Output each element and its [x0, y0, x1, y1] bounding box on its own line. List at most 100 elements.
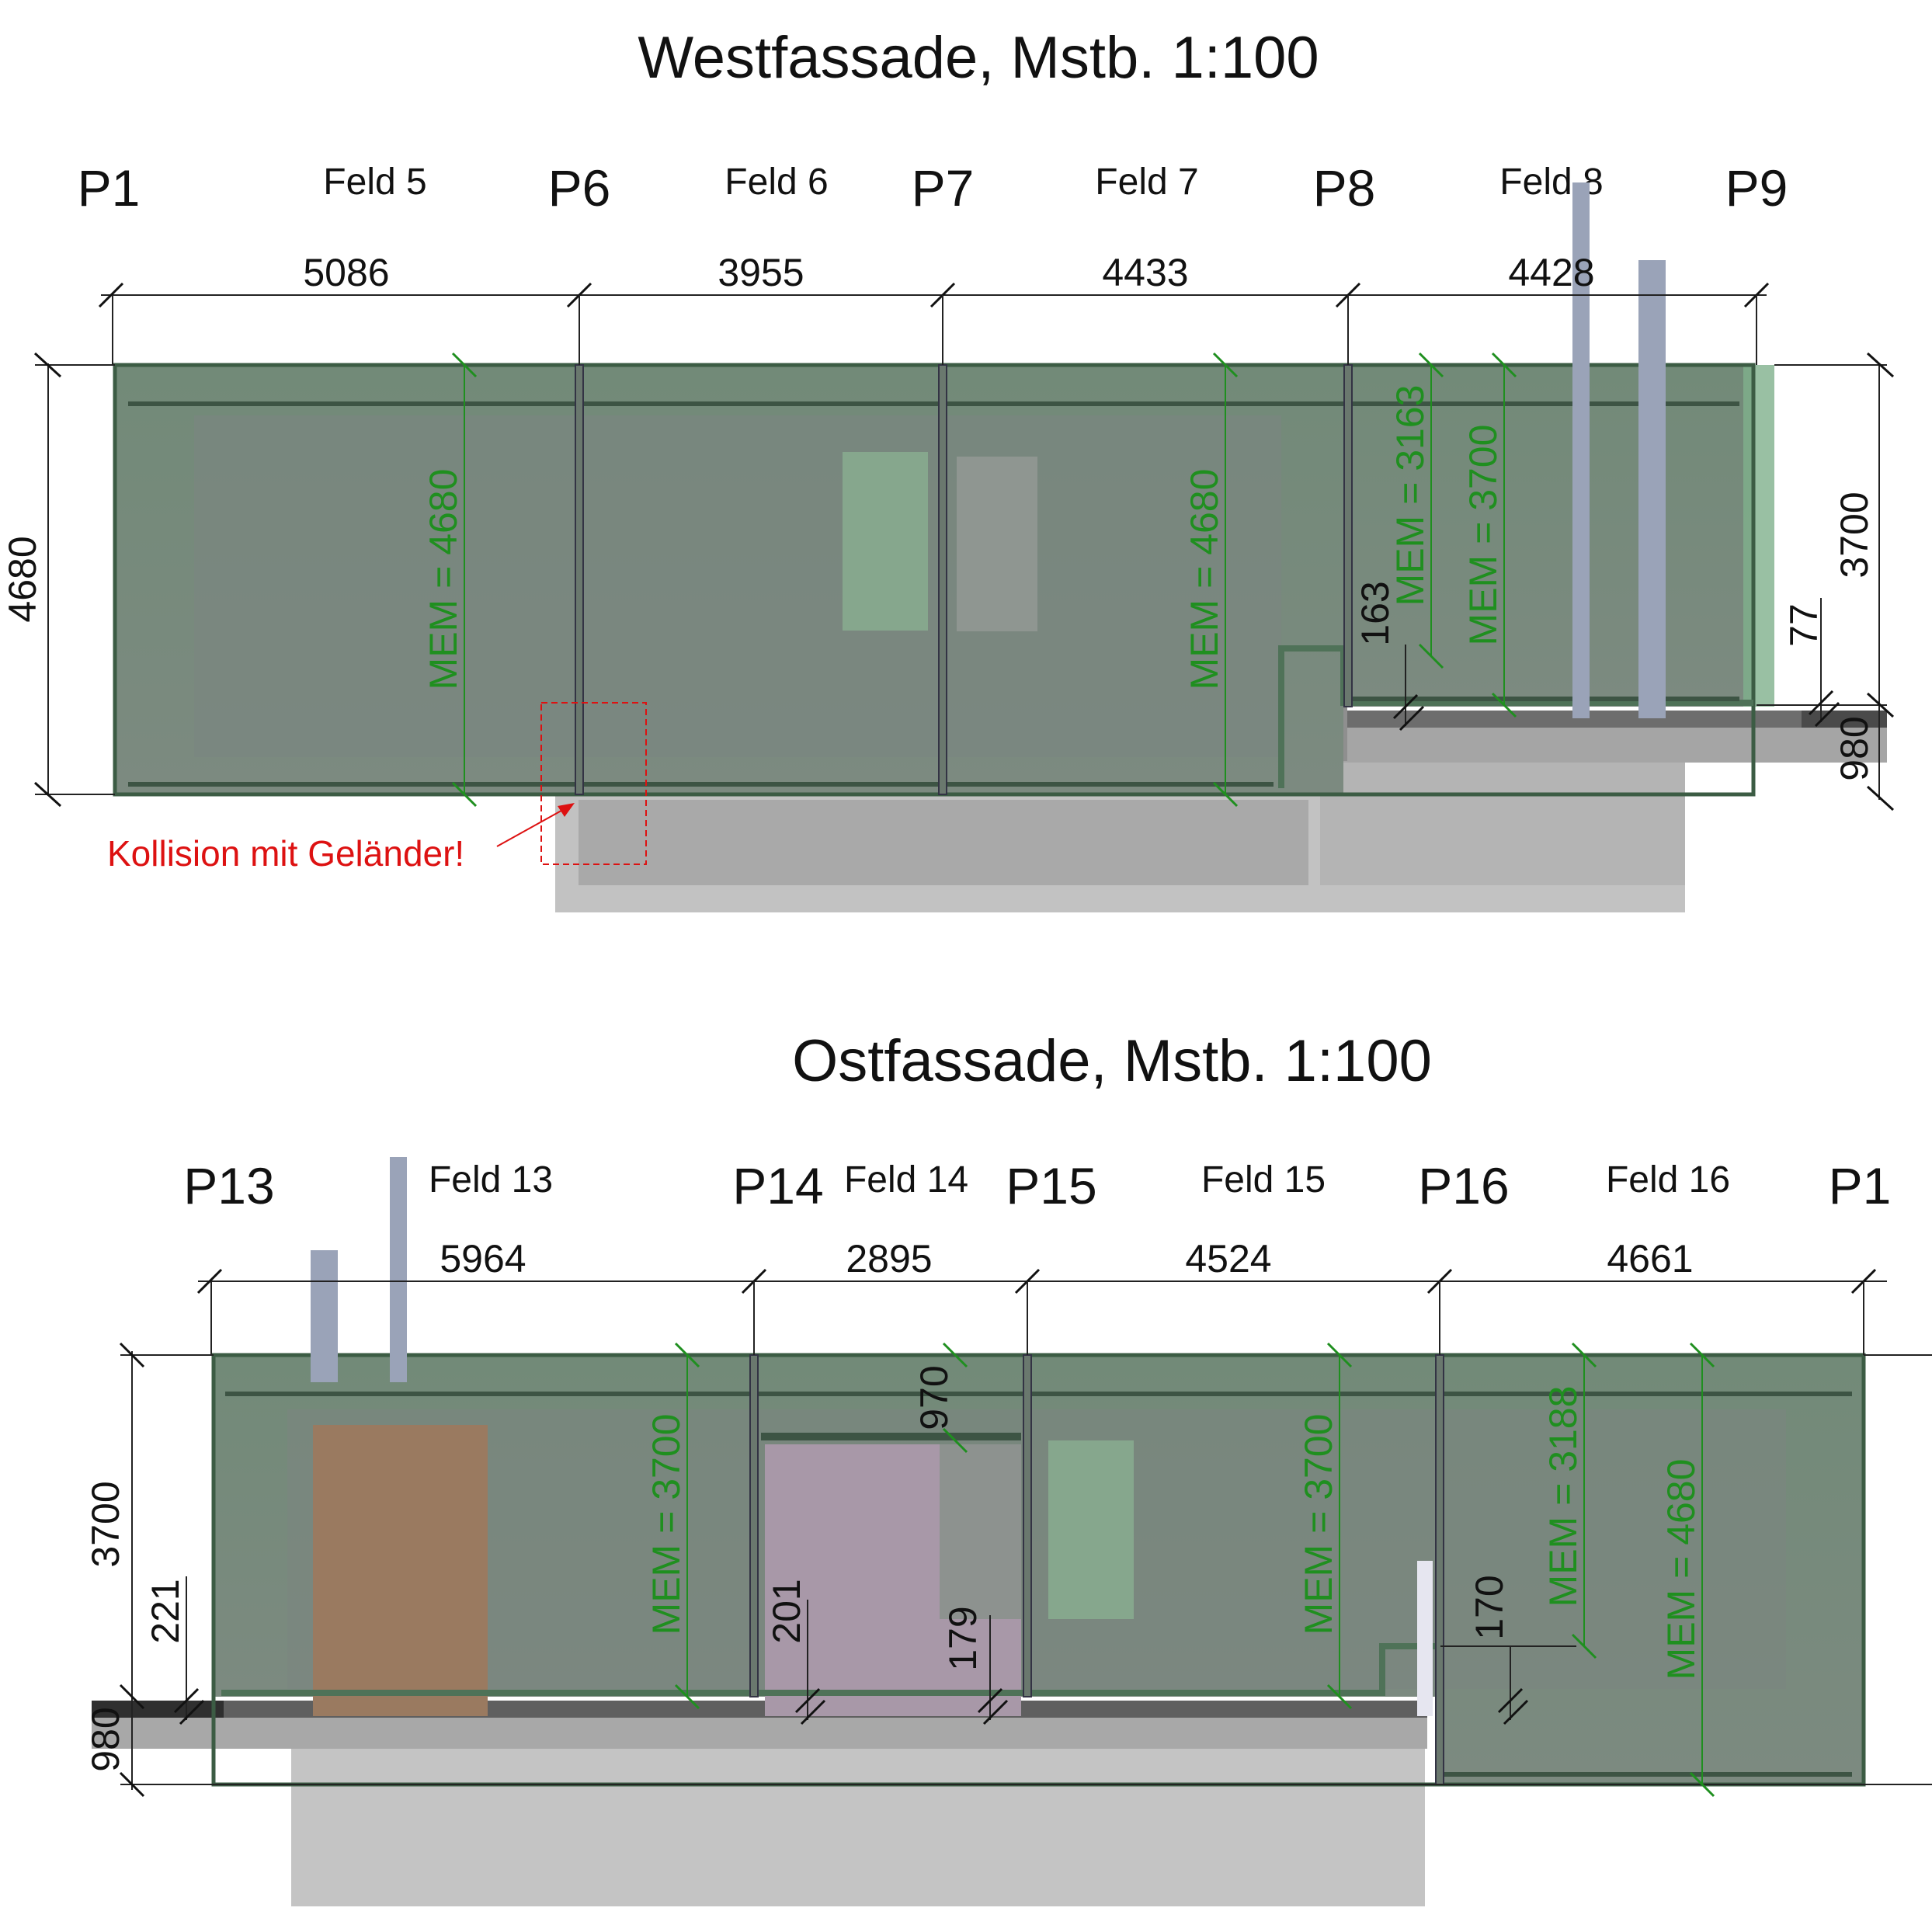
west-span-5086: 5086: [303, 251, 389, 294]
east-mem-tick-1a: [674, 1342, 700, 1368]
east-dim-179-tick-2: [982, 1699, 1009, 1725]
east-mem-tick-2a: [1326, 1342, 1353, 1368]
west-mem-tick-4b: [1491, 692, 1517, 718]
east-dim-201: 201: [765, 1579, 808, 1643]
west-inner-wall: [194, 415, 1281, 757]
west-height-left: 4680: [1, 536, 44, 622]
west-pillar-p7: P7: [912, 159, 975, 217]
east-mem-label-4: MEM = 4680: [1659, 1459, 1703, 1680]
east-slab-light: [92, 1718, 1427, 1749]
west-span-4428: 4428: [1508, 251, 1594, 294]
west-mem-label-4: MEM = 3700: [1461, 425, 1505, 646]
west-dim-163-tick-1: [1392, 693, 1419, 720]
west-collision-arrowhead: [558, 803, 575, 817]
east-dim-980: 980: [84, 1707, 127, 1771]
west-span-4433: 4433: [1102, 251, 1188, 294]
east-post-p15: [1023, 1354, 1032, 1697]
west-dim-77-tick-1: [1808, 690, 1834, 716]
east-height-left: 3700: [84, 1481, 127, 1567]
west-terrain-lower: [579, 800, 1308, 885]
west-span-3955: 3955: [718, 251, 804, 294]
east-mem-label-3: MEM = 3188: [1541, 1386, 1585, 1607]
west-pillar-p9: P9: [1725, 159, 1788, 217]
east-mem-tick-2b: [1326, 1684, 1353, 1710]
west-dim-163: 163: [1353, 581, 1397, 645]
west-height-right-tick-bottom: [1866, 785, 1895, 811]
east-feld-15: Feld 15: [1201, 1159, 1326, 1201]
east-height-left-tick-bottom: [119, 1771, 145, 1798]
west-pipe-2: [1638, 260, 1666, 718]
east-tick-0: [196, 1268, 223, 1294]
east-dim-179-tick-1: [977, 1687, 1003, 1714]
east-pipe-1: [311, 1250, 338, 1382]
west-tick-0: [98, 282, 124, 308]
west-feld-6: Feld 6: [724, 162, 828, 203]
west-collision-note: Kollision mit Geländer!: [107, 833, 464, 874]
east-dim-170: 170: [1468, 1575, 1511, 1639]
east-dim-179: 179: [941, 1606, 985, 1670]
west-dim-980: 980: [1833, 716, 1876, 780]
east-facade: Ostfassade, Mstb. 1:100 P13 P14 P15 P16 …: [84, 1028, 1932, 1906]
east-dim-201-tick-1: [794, 1687, 821, 1714]
east-terrain: [291, 1739, 1425, 1906]
east-pillar-p13: P13: [183, 1157, 274, 1214]
west-terrain-step: [1320, 761, 1685, 885]
west-dim-77-tick-2: [1814, 701, 1840, 728]
west-glass-area-feld8: [1343, 365, 1755, 707]
east-wall-grey: [940, 1444, 1021, 1619]
east-window: [1048, 1440, 1134, 1619]
west-post-p8: [1343, 364, 1353, 707]
west-terrace-slab-edge: [1340, 728, 1887, 763]
west-mem-tick-2a: [1212, 352, 1239, 378]
west-window-1: [843, 452, 928, 631]
west-height-left-tick-bottom: [33, 781, 62, 808]
east-slab-dark: [92, 1701, 1427, 1718]
west-slab-right: [1802, 711, 1887, 728]
west-feld-5: Feld 5: [323, 162, 426, 203]
east-mem-tick-1b: [674, 1684, 700, 1710]
west-mem-tick-3b: [1418, 643, 1444, 669]
west-height-right-tick-top: [1866, 352, 1895, 378]
west-post-p7: [938, 364, 947, 795]
east-door-brown: [313, 1425, 488, 1716]
east-pillar-p14: P14: [732, 1157, 823, 1214]
east-feld-14: Feld 14: [844, 1159, 968, 1201]
west-height-right-tick-mid: [1866, 692, 1895, 718]
east-dim-221-tick-1: [173, 1687, 200, 1714]
east-mem-tick-4a: [1689, 1342, 1715, 1368]
east-height-left-tick-top: [119, 1342, 145, 1368]
east-mem-label-2: MEM = 3700: [1297, 1414, 1340, 1635]
east-mem-label-1: MEM = 3700: [645, 1414, 688, 1635]
east-span-2895: 2895: [846, 1237, 932, 1280]
west-post-p6: [575, 364, 584, 795]
east-pillar-p16: P16: [1418, 1157, 1509, 1214]
west-pillar-p6: P6: [548, 159, 611, 217]
west-mem-label-1: MEM = 4680: [422, 469, 465, 690]
west-mem-tick-2b: [1212, 781, 1239, 808]
east-dim-170-tick-2: [1503, 1699, 1529, 1725]
east-pillar-p1: P1: [1829, 1157, 1892, 1214]
west-dim-163-tick-2: [1399, 705, 1425, 731]
west-mem-label-3: MEM = 3163: [1388, 385, 1432, 606]
west-collision-box: [540, 702, 647, 865]
east-dim-201-tick-2: [800, 1699, 826, 1725]
west-pillar-p8: P8: [1313, 159, 1376, 217]
west-window-2: [957, 457, 1037, 631]
east-title: Ostfassade, Mstb. 1:100: [792, 1028, 1432, 1094]
east-dim-970: 970: [912, 1365, 956, 1430]
east-post-p16: [1435, 1354, 1444, 1785]
west-terrace-slab: [1340, 711, 1887, 728]
east-pipe-2: [390, 1157, 407, 1382]
west-mem-tick-1a: [451, 352, 478, 378]
east-dim-970-tick-1: [942, 1342, 968, 1368]
west-mem-label-2: MEM = 4680: [1183, 469, 1226, 690]
west-mem-tick-4a: [1491, 352, 1517, 378]
west-pillar-p1: P1: [78, 159, 141, 217]
west-title: Westfassade, Mstb. 1:100: [638, 25, 1319, 91]
west-height-right: 3700: [1833, 492, 1876, 578]
west-collision-arrow: [496, 807, 568, 847]
west-height-left-tick-top: [33, 352, 62, 378]
east-height-left-tick-mid: [119, 1684, 145, 1710]
east-span-4524: 4524: [1185, 1237, 1271, 1280]
